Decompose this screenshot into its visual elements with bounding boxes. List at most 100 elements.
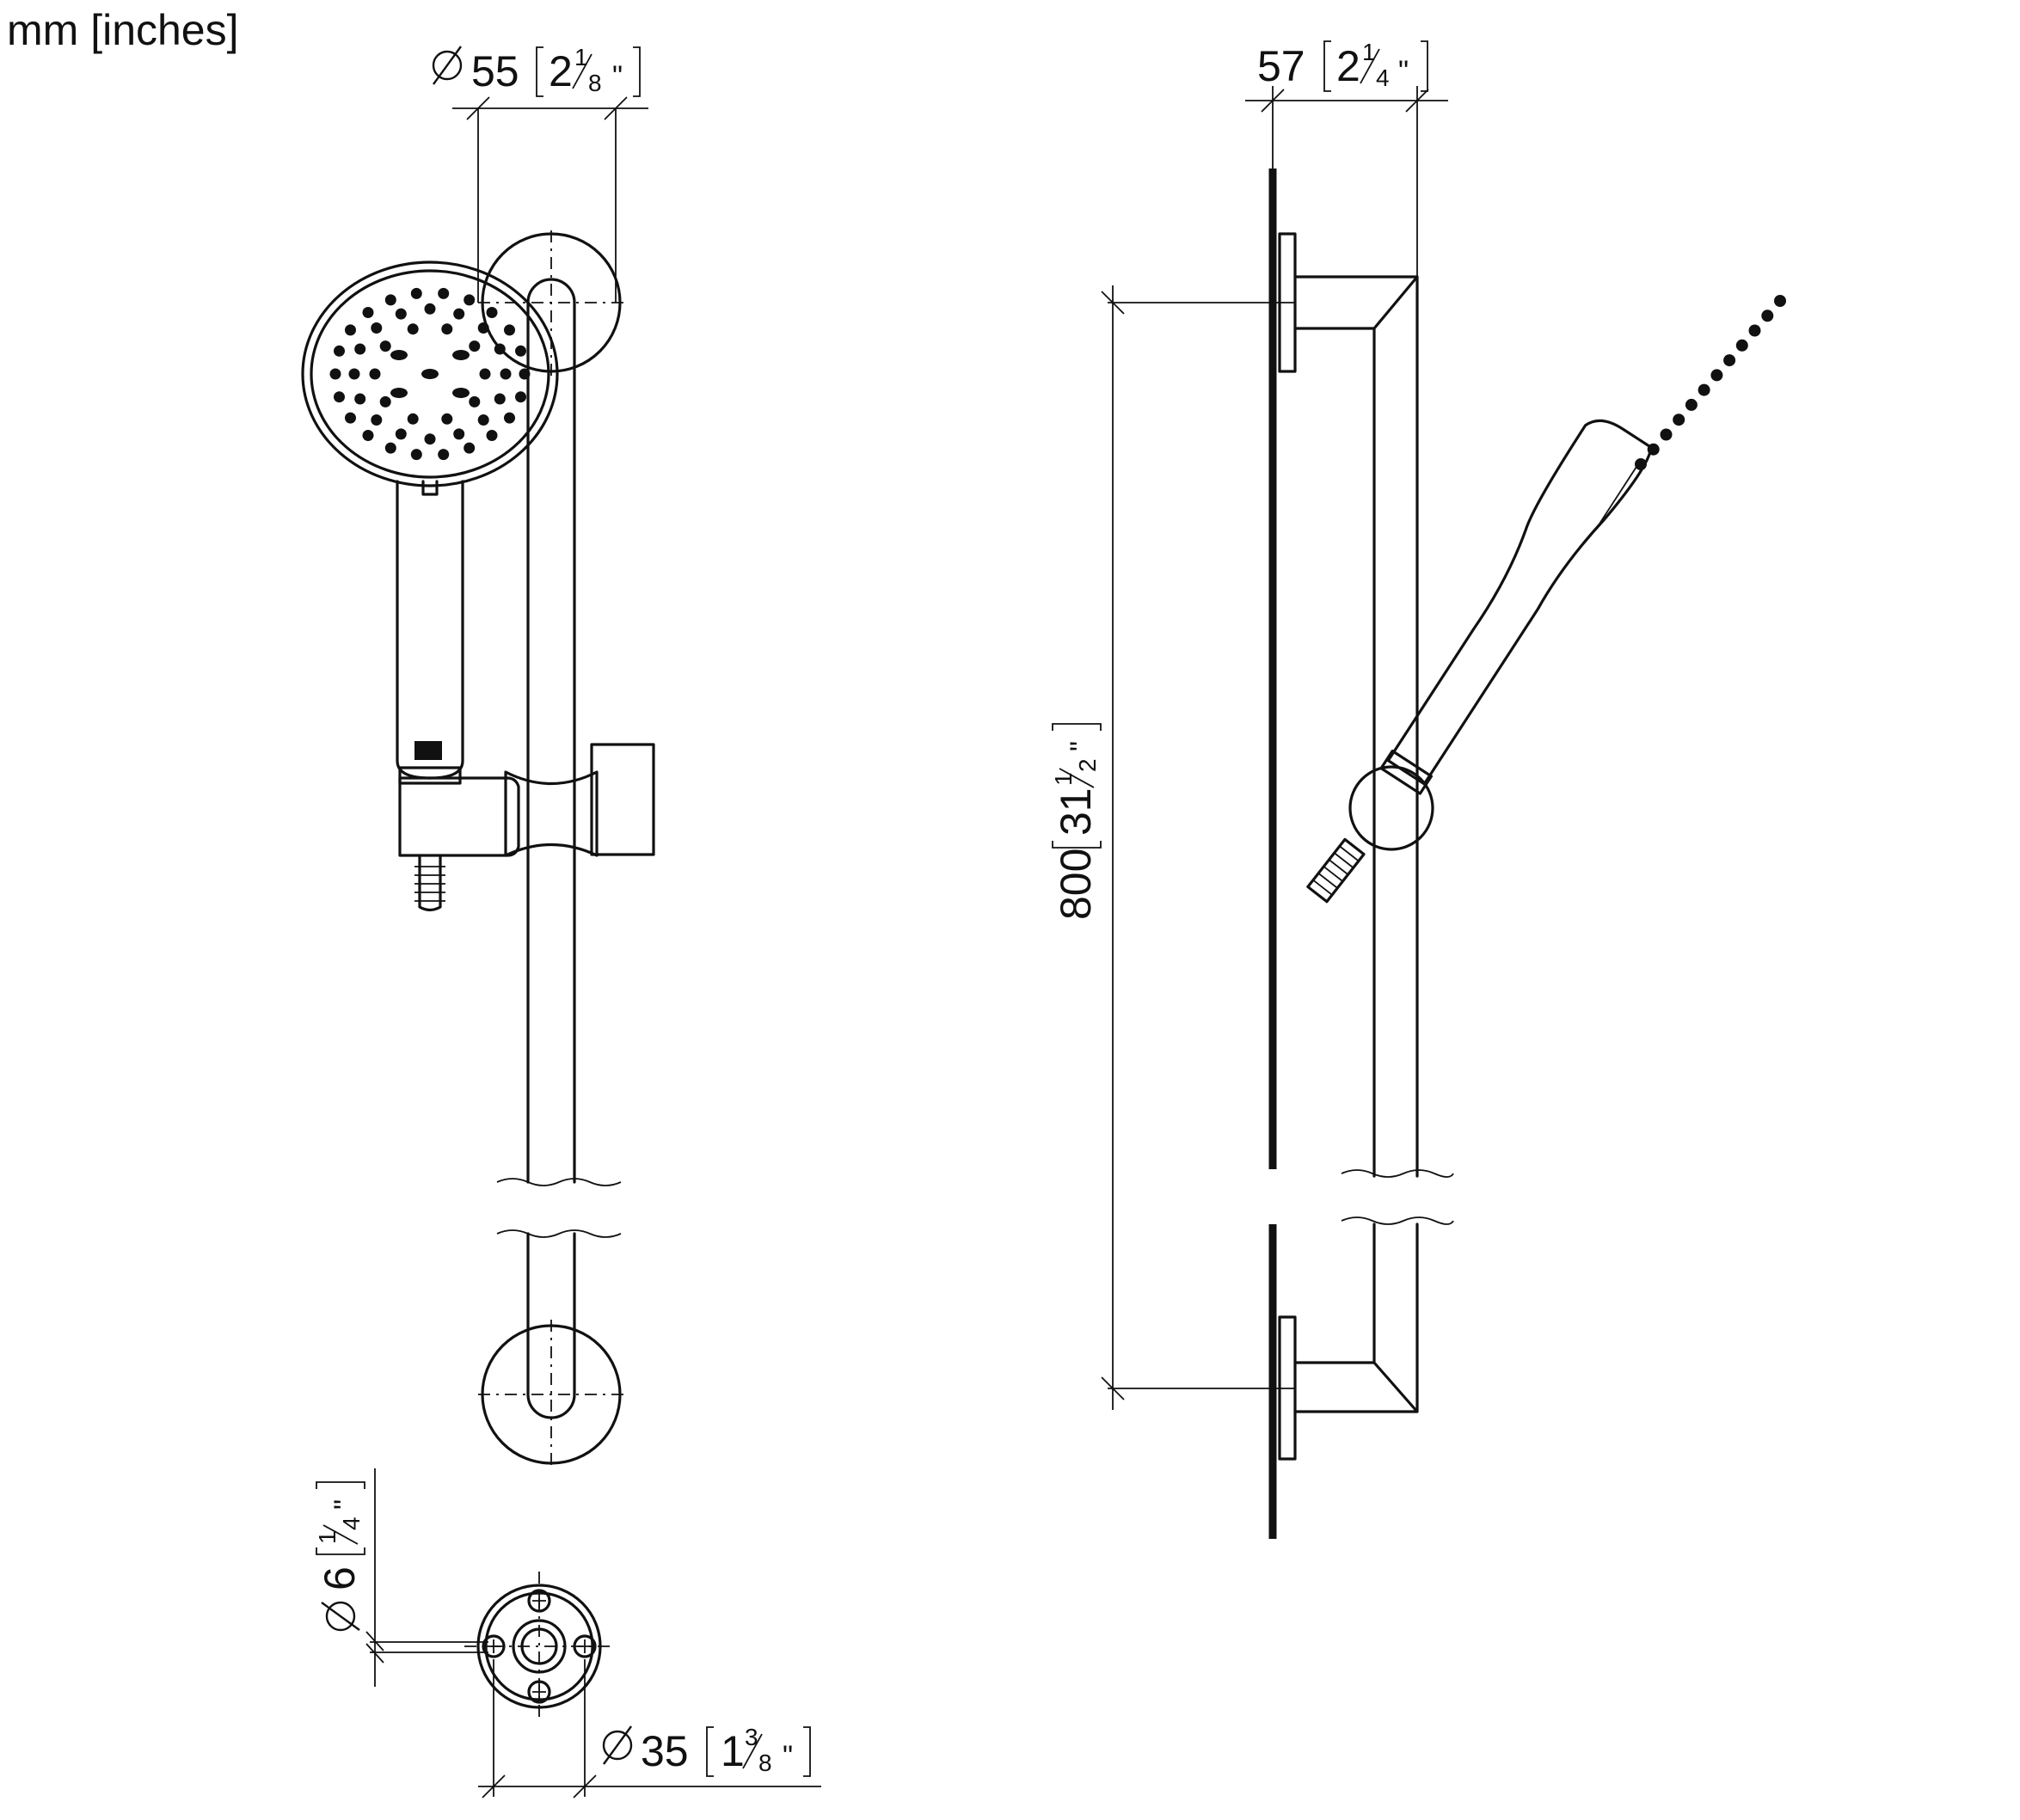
nozzle bbox=[504, 324, 515, 336]
nozzle bbox=[348, 368, 360, 380]
side-nozzle bbox=[1685, 398, 1698, 411]
flange-diameter-den: 8 bbox=[758, 1750, 772, 1776]
shower-handle bbox=[396, 480, 464, 780]
hose-connector bbox=[414, 854, 445, 912]
head-diameter-quote: " bbox=[612, 60, 623, 93]
length-mm: 800 bbox=[1052, 849, 1100, 920]
side-nozzle bbox=[1761, 309, 1774, 322]
nozzle bbox=[395, 308, 407, 320]
length-den: 2 bbox=[1074, 758, 1101, 772]
nozzle bbox=[477, 414, 489, 426]
nozzle bbox=[362, 430, 374, 441]
shower-head bbox=[301, 260, 559, 487]
nozzle bbox=[494, 393, 506, 405]
nozzle bbox=[410, 449, 422, 461]
handle-logo bbox=[414, 741, 442, 760]
flange-diameter-whole: 1 bbox=[721, 1727, 745, 1775]
side-nozzle-row bbox=[1635, 295, 1786, 470]
screw-diameter-den: 4 bbox=[338, 1517, 365, 1530]
head-diameter-num: 1 bbox=[574, 44, 588, 70]
shower-head-inner bbox=[310, 269, 550, 479]
head-diameter-whole: 2 bbox=[549, 47, 573, 95]
side-holder bbox=[1348, 765, 1434, 851]
dimension-screw-diameter: 6 1 4 " bbox=[314, 1468, 488, 1687]
nozzle bbox=[345, 412, 356, 424]
nozzle bbox=[424, 303, 436, 315]
side-nozzle bbox=[1735, 339, 1748, 352]
nozzle bbox=[486, 430, 498, 441]
screw-diameter-mm: 6 bbox=[316, 1566, 364, 1590]
dimension-length: 800 31 1 2 " bbox=[1050, 285, 1295, 1410]
nozzle bbox=[379, 395, 391, 408]
nozzle bbox=[334, 391, 345, 403]
flange-diameter-mm: 35 bbox=[641, 1727, 689, 1775]
nozzle bbox=[494, 343, 506, 355]
nozzle bbox=[329, 368, 341, 380]
side-rail-lower bbox=[1293, 1223, 1419, 1413]
front-view: 55 2 1 8 " bbox=[301, 44, 655, 1470]
dimension-flange-diameter: 35 1 3 8 " bbox=[478, 1659, 821, 1799]
nozzle bbox=[345, 324, 356, 336]
handle-notch bbox=[421, 480, 439, 496]
side-break-upper bbox=[1341, 1169, 1454, 1178]
nozzle bbox=[464, 442, 476, 454]
dimension-head-diameter: 55 2 1 8 " bbox=[432, 44, 648, 303]
length-quote: " bbox=[1065, 741, 1097, 751]
nozzle bbox=[438, 287, 450, 299]
nozzle bbox=[424, 433, 436, 445]
side-nozzle bbox=[1660, 428, 1673, 441]
screw-diameter-num: 1 bbox=[314, 1530, 341, 1544]
slide-rail-upper bbox=[526, 278, 576, 1184]
length-num: 1 bbox=[1050, 772, 1077, 786]
side-nozzle bbox=[1723, 354, 1736, 367]
head-diameter-mm: 55 bbox=[471, 47, 519, 95]
screw-diameter-quote: " bbox=[328, 1499, 361, 1510]
nozzle bbox=[515, 345, 526, 357]
side-hose bbox=[1306, 837, 1366, 904]
dimension-projection: 57 2 1 4 " bbox=[1245, 39, 1448, 277]
nozzle bbox=[486, 307, 498, 318]
nozzle bbox=[407, 413, 419, 425]
nozzle bbox=[519, 368, 531, 380]
nozzle bbox=[453, 428, 465, 440]
head-diameter-den: 8 bbox=[588, 70, 602, 96]
nozzle bbox=[371, 322, 383, 334]
nozzle bbox=[504, 412, 515, 424]
side-view: 57 2 1 4 " 800 31 1 2 " bbox=[1050, 39, 1786, 1539]
plan-flange-ring bbox=[484, 1591, 594, 1701]
nozzle bbox=[469, 395, 481, 408]
nozzle bbox=[464, 294, 476, 306]
shower-nozzles bbox=[329, 287, 531, 461]
nozzle bbox=[379, 340, 391, 352]
flange-diameter-quote: " bbox=[783, 1740, 793, 1773]
nozzle bbox=[354, 343, 366, 355]
nozzle bbox=[384, 442, 396, 454]
break-line-lower bbox=[496, 1229, 622, 1238]
nozzle bbox=[477, 322, 489, 334]
nozzle bbox=[407, 323, 419, 335]
nozzle bbox=[362, 307, 374, 318]
break-line-upper bbox=[496, 1178, 622, 1186]
flange-diameter-num: 3 bbox=[745, 1724, 758, 1750]
side-nozzle bbox=[1710, 369, 1723, 382]
nozzle bbox=[354, 393, 366, 405]
length-whole: 31 bbox=[1052, 787, 1100, 836]
slider-holder-body bbox=[398, 776, 520, 857]
projection-quote: " bbox=[1398, 55, 1409, 88]
projection-whole: 2 bbox=[1336, 42, 1360, 90]
projection-mm: 57 bbox=[1257, 42, 1305, 90]
units-label: mm [inches] bbox=[7, 6, 239, 54]
nozzle-center bbox=[390, 388, 408, 398]
holder-cone bbox=[398, 766, 462, 785]
nozzle bbox=[438, 449, 450, 461]
side-break-lower bbox=[1341, 1216, 1454, 1225]
nozzle bbox=[441, 323, 453, 335]
nozzle bbox=[395, 428, 407, 440]
nozzle bbox=[371, 414, 383, 426]
nozzle-center bbox=[390, 350, 408, 360]
nozzle bbox=[369, 368, 381, 380]
nozzle bbox=[441, 413, 453, 425]
slider-knob bbox=[590, 743, 655, 856]
nozzle-center bbox=[421, 369, 439, 379]
